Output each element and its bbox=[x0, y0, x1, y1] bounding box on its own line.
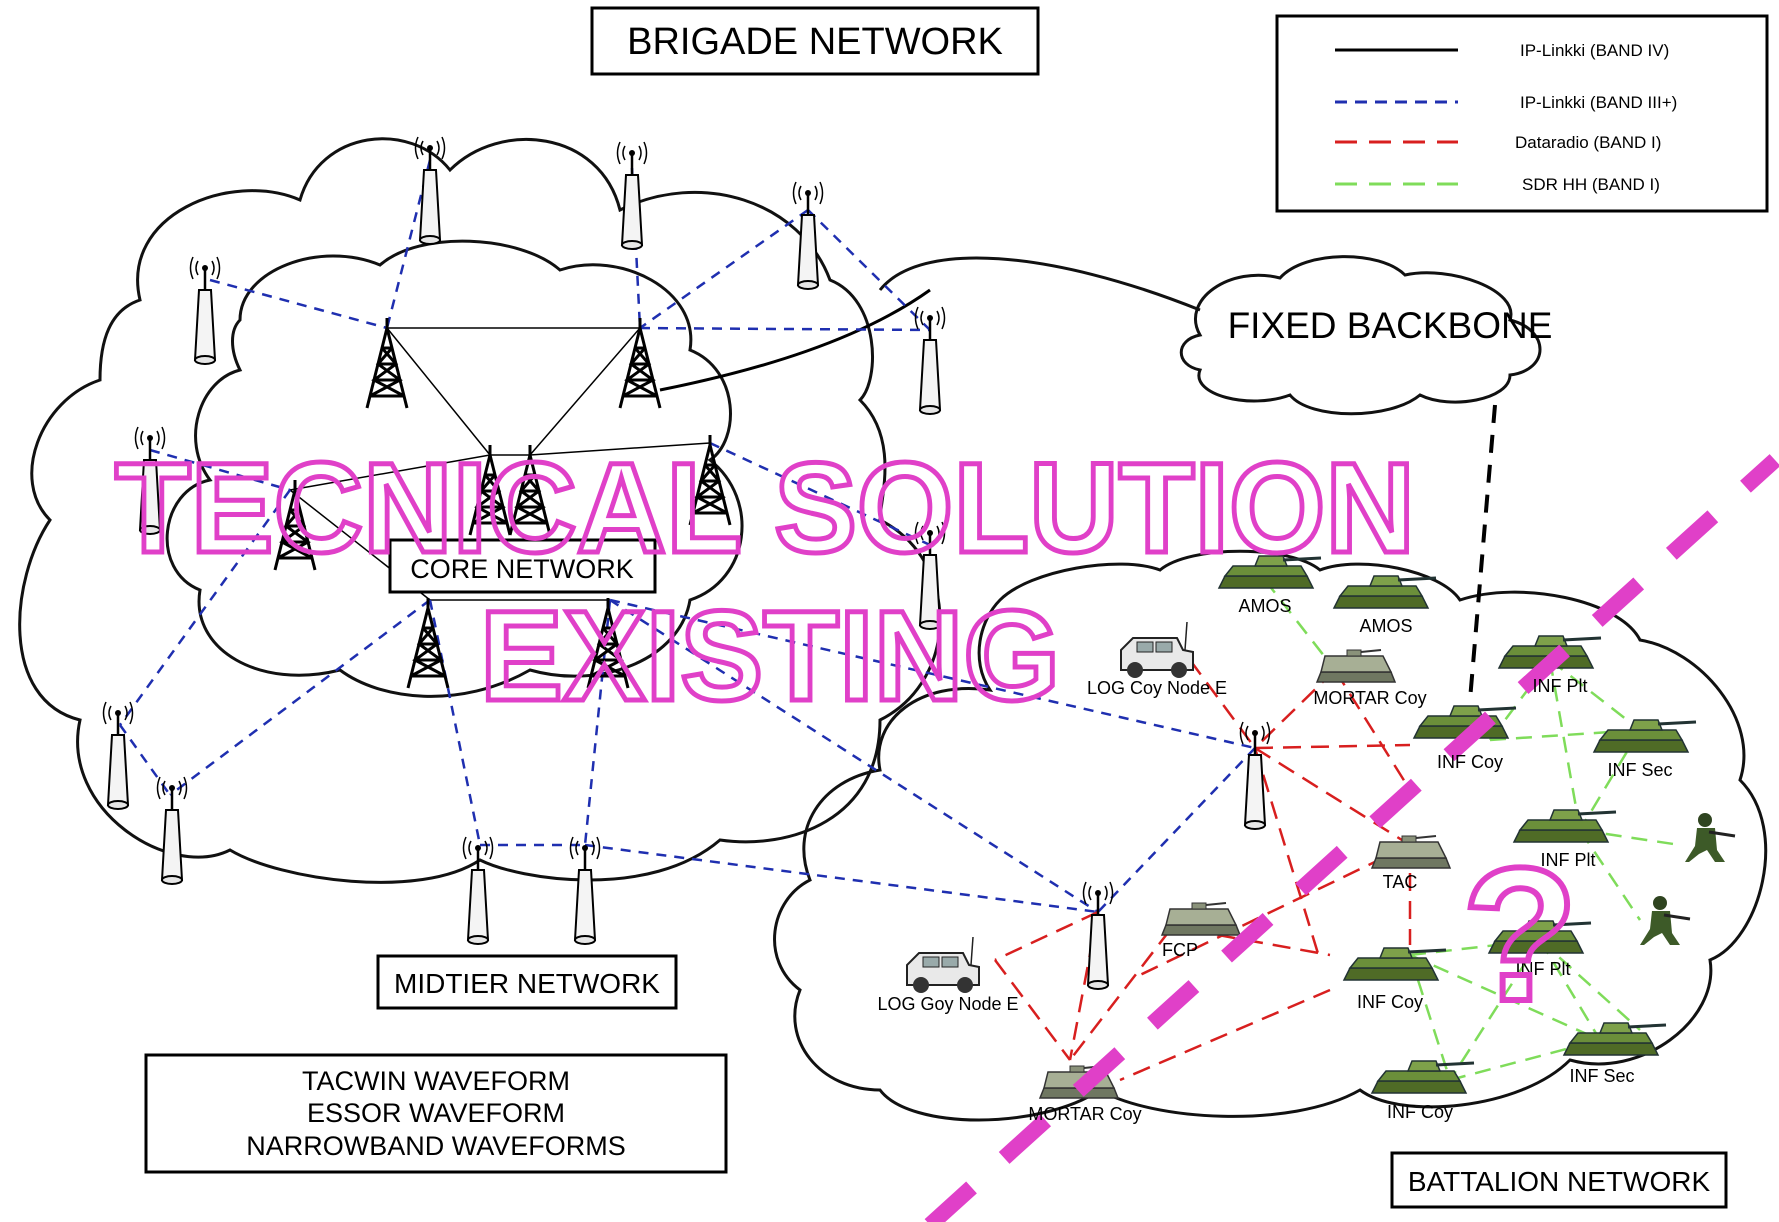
unit-label-inf-sec-1: INF Sec bbox=[1607, 760, 1672, 780]
core-network-label: CORE NETWORK bbox=[410, 554, 634, 584]
unit-label-amos-2: AMOS bbox=[1359, 616, 1412, 636]
unit-label-fcp: FCP bbox=[1162, 940, 1198, 960]
band-iii-links bbox=[118, 159, 1256, 914]
unit-label-inf-coy-2: INF Coy bbox=[1357, 992, 1423, 1012]
fixed-backbone-label: FIXED BACKBONE bbox=[1228, 305, 1553, 346]
question-mark: ? bbox=[1462, 829, 1578, 1041]
waveform-line-2: ESSOR WAVEFORM bbox=[307, 1098, 565, 1128]
link-arc bbox=[878, 256, 1201, 312]
waveform-line-1: TACWIN WAVEFORM bbox=[302, 1066, 570, 1096]
page-title: BRIGADE NETWORK bbox=[627, 21, 1003, 63]
legend-label-band-iv: IP-Linkki (BAND IV) bbox=[1520, 41, 1669, 60]
legend: IP-Linkki (BAND IV) IP-Linkki (BAND III+… bbox=[1275, 14, 1769, 213]
waveforms-box bbox=[144, 1053, 728, 1174]
unit-label-inf-sec-2: INF Sec bbox=[1569, 1066, 1634, 1086]
battalion-cloud bbox=[773, 549, 1768, 1122]
title-box bbox=[590, 6, 1040, 76]
unit-label-log-node-2: LOG Goy Node E bbox=[877, 994, 1018, 1014]
unit-label-inf-coy-3: INF Coy bbox=[1387, 1102, 1453, 1122]
band-iv-links bbox=[289, 327, 711, 601]
unit-label-mortar-2: MORTAR Coy bbox=[1028, 1104, 1141, 1124]
midtier-network-label: MIDTIER NETWORK bbox=[394, 968, 660, 999]
legend-label-band-iii: IP-Linkki (BAND III+) bbox=[1520, 93, 1677, 112]
unit-label-inf-plt-3: INF Plt bbox=[1515, 959, 1570, 979]
unit-label-inf-plt-1: INF Plt bbox=[1532, 676, 1587, 696]
outer-midtier-cloud bbox=[18, 137, 942, 884]
watermark: TECNICAL SOLUTION EXISTING bbox=[113, 435, 1418, 731]
core-network-box bbox=[388, 538, 657, 594]
backbone-link bbox=[659, 288, 931, 392]
core-cloud bbox=[165, 239, 744, 698]
battalion-network-box bbox=[1390, 1151, 1728, 1209]
watermark-line-2: EXISTING bbox=[480, 585, 1060, 728]
watermark-slash bbox=[924, 454, 1779, 1222]
waveform-line-3: NARROWBAND WAVEFORMS bbox=[246, 1131, 626, 1161]
unit-label-mortar-1: MORTAR Coy bbox=[1313, 688, 1426, 708]
midtier-network-box bbox=[376, 954, 678, 1010]
legend-label-sdr: SDR HH (BAND I) bbox=[1522, 175, 1660, 194]
watermark-line-1: TECNICAL SOLUTION bbox=[115, 437, 1415, 580]
backbone-dashed-link bbox=[1468, 404, 1497, 701]
unit-labels: AMOS AMOS LOG Coy Node E MORTAR Coy INF … bbox=[877, 596, 1672, 1124]
unit-label-amos-1: AMOS bbox=[1238, 596, 1291, 616]
unit-label-log-node-1: LOG Coy Node E bbox=[1087, 678, 1227, 698]
unit-label-tac: TAC bbox=[1383, 872, 1418, 892]
unit-label-inf-plt-2: INF Plt bbox=[1540, 850, 1595, 870]
legend-label-dataradio: Dataradio (BAND I) bbox=[1515, 133, 1661, 152]
unit-label-inf-coy-1: INF Coy bbox=[1437, 752, 1503, 772]
fixed-backbone-cloud bbox=[1179, 255, 1542, 416]
battalion-network-label: BATTALION NETWORK bbox=[1408, 1166, 1711, 1197]
